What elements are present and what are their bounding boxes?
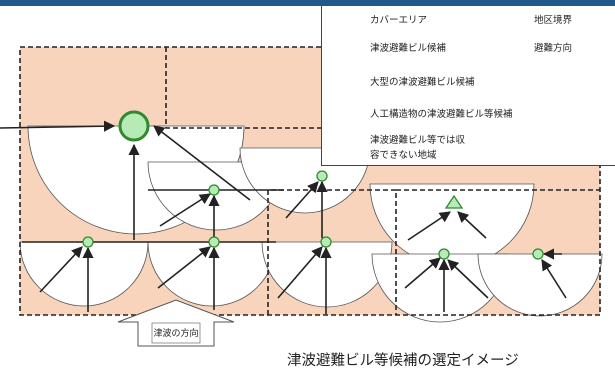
building-candidate-icon <box>532 248 544 260</box>
evacuation-arrow <box>407 211 451 241</box>
evacuation-arrow <box>457 211 487 239</box>
district-boundary-outer <box>19 46 601 316</box>
evacuation-arrow <box>153 125 251 201</box>
legend-cover-area-label: カバーエリア <box>370 15 428 26</box>
artificial-structure-icon <box>444 194 464 209</box>
building-candidate-icon <box>82 236 94 248</box>
evacuation-arrow <box>285 181 319 219</box>
legend-large-candidate-label: 大型の津波避難ビル候補 <box>370 77 475 88</box>
evacuation-arrow <box>0 120 116 132</box>
evacuation-arrow <box>541 259 567 299</box>
legend-uncovered-area-label-2: 容できない地域 <box>370 150 437 161</box>
top-accent-bar <box>0 0 615 6</box>
district-boundary <box>267 189 397 315</box>
cover-area <box>477 253 603 317</box>
district-boundary <box>165 47 322 129</box>
legend-district-boundary-label: 地区境界 <box>534 15 573 26</box>
legend-artificial-structure-label: 人工構造物の津波避難ビル等候補 <box>370 109 513 120</box>
evacuation-arrow <box>447 259 489 299</box>
evacuation-arrow <box>159 193 211 227</box>
legend-uncovered-area-label-1: 津波避難ビル等では収 <box>370 135 466 146</box>
evacuation-arrow <box>39 246 83 293</box>
evacuation-arrow <box>277 246 323 299</box>
figure-caption: 津波避難ビル等候補の選定イメージ <box>287 353 519 369</box>
building-candidate-icon <box>438 248 450 260</box>
building-candidate-icon <box>320 236 332 248</box>
building-candidate-icon <box>208 236 220 248</box>
legend-evacuation-direction-label: 避難方向 <box>534 43 573 54</box>
legend-building-candidate-label: 津波避難ビル候補 <box>370 43 447 54</box>
large-building-candidate-icon <box>118 110 150 142</box>
building-candidate-icon <box>316 170 328 182</box>
evacuation-arrow <box>157 246 211 289</box>
evacuation-arrow <box>404 257 441 289</box>
tsunami-arrow-label-box <box>151 322 201 344</box>
tsunami-direction-label: 津波の方向 <box>153 329 199 339</box>
legend: カバーエリア 地区境界 津波避難ビル候補 避難方向 大型の津波避難ビル候補 人工… <box>321 6 615 166</box>
building-candidate-icon <box>208 184 220 196</box>
